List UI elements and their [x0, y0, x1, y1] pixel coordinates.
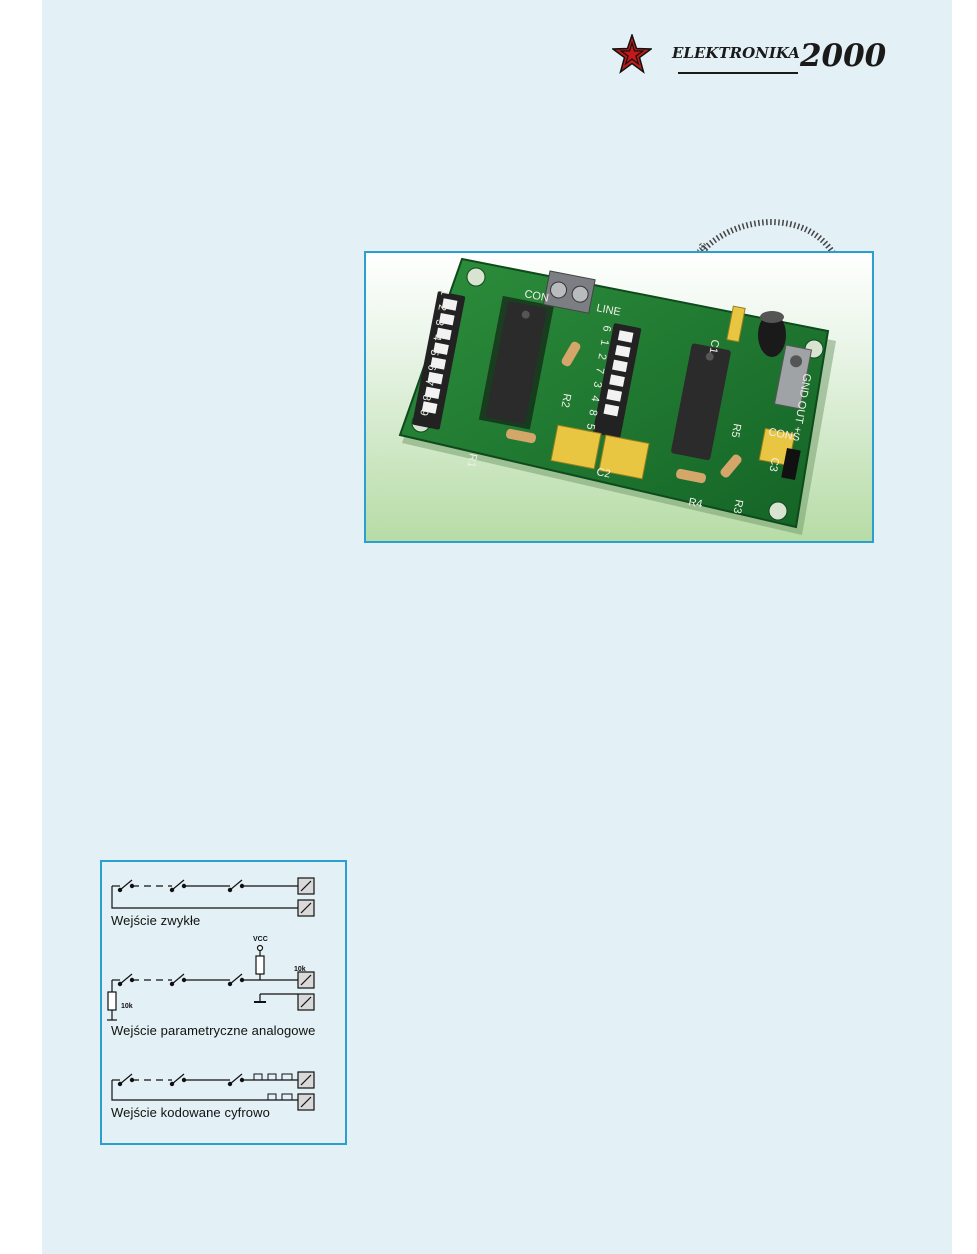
- digit-left-4: 5: [428, 348, 441, 356]
- digit-left-5: 6: [425, 363, 438, 371]
- star-icon: [612, 34, 652, 74]
- pcb-illustration: CON LINE R1 R2 R3 R4 R5 C1 C2 C3 GND OUT…: [398, 257, 836, 535]
- logo-prefix: ELEKTRONIKA: [672, 44, 800, 62]
- digit-left-1: 2: [435, 303, 448, 311]
- digits-left-group: 1 2 3 4 5 6 7 8 9: [417, 288, 451, 416]
- label-c1: C1: [707, 338, 721, 354]
- logo-underline: [678, 72, 798, 74]
- digits-mid-group: 6 1 2 7 3 4 8 5: [584, 324, 613, 430]
- caption-normal-input: Wejście zwykłe: [111, 913, 201, 928]
- label-con: CON: [523, 288, 549, 304]
- schematic-digital-input: [111, 1071, 315, 1111]
- logo-suffix: 2000: [799, 38, 887, 74]
- digit-mid-1: 1: [598, 338, 611, 346]
- publisher-logo: ELEKTRONIKA2000: [612, 34, 886, 78]
- digit-mid-2: 2: [595, 352, 608, 360]
- digit-left-8: 9: [417, 408, 430, 416]
- schematic-analog-input: [107, 944, 315, 1021]
- digit-left-2: 3: [433, 318, 446, 326]
- label-c3: C3: [767, 456, 781, 472]
- digit-mid-0: 6: [600, 324, 613, 332]
- label-c2: C2: [595, 466, 611, 480]
- label-r1: R1: [465, 452, 479, 468]
- digit-mid-4: 3: [591, 380, 604, 388]
- label-r3: R3: [731, 498, 745, 514]
- pcb-photo: CON LINE R1 R2 R3 R4 R5 C1 C2 C3 GND OUT…: [364, 251, 874, 543]
- logo-wordmark: ELEKTRONIKA2000: [672, 38, 886, 74]
- label-r5: R5: [729, 422, 743, 438]
- input-types-diagram: VCC 10k 10k Wejście zwykłe Wejście param…: [100, 860, 347, 1145]
- digit-left-0: 1: [438, 288, 451, 296]
- label-cons: CONS: [767, 426, 800, 444]
- digit-mid-7: 5: [584, 422, 597, 430]
- label-r2: R2: [559, 392, 573, 408]
- digit-mid-5: 4: [588, 394, 601, 402]
- caption-analog-input: Wejście parametryczne analogowe: [111, 1023, 316, 1038]
- digit-mid-3: 7: [593, 366, 606, 374]
- label-vcc: VCC: [253, 936, 268, 943]
- digit-left-6: 7: [422, 378, 435, 386]
- label-r4: R4: [687, 496, 703, 510]
- schematic: [107, 877, 315, 1111]
- digit-left-3: 4: [430, 333, 443, 341]
- caption-digital-input: Wejście kodowane cyfrowo: [111, 1105, 270, 1120]
- digit-left-7: 8: [420, 393, 433, 401]
- label-line: LINE: [595, 302, 621, 318]
- label-10k-top: 10k: [294, 966, 306, 973]
- digit-mid-6: 8: [586, 408, 599, 416]
- schematic-normal-input: [111, 877, 315, 917]
- label-10k-left: 10k: [121, 1003, 133, 1010]
